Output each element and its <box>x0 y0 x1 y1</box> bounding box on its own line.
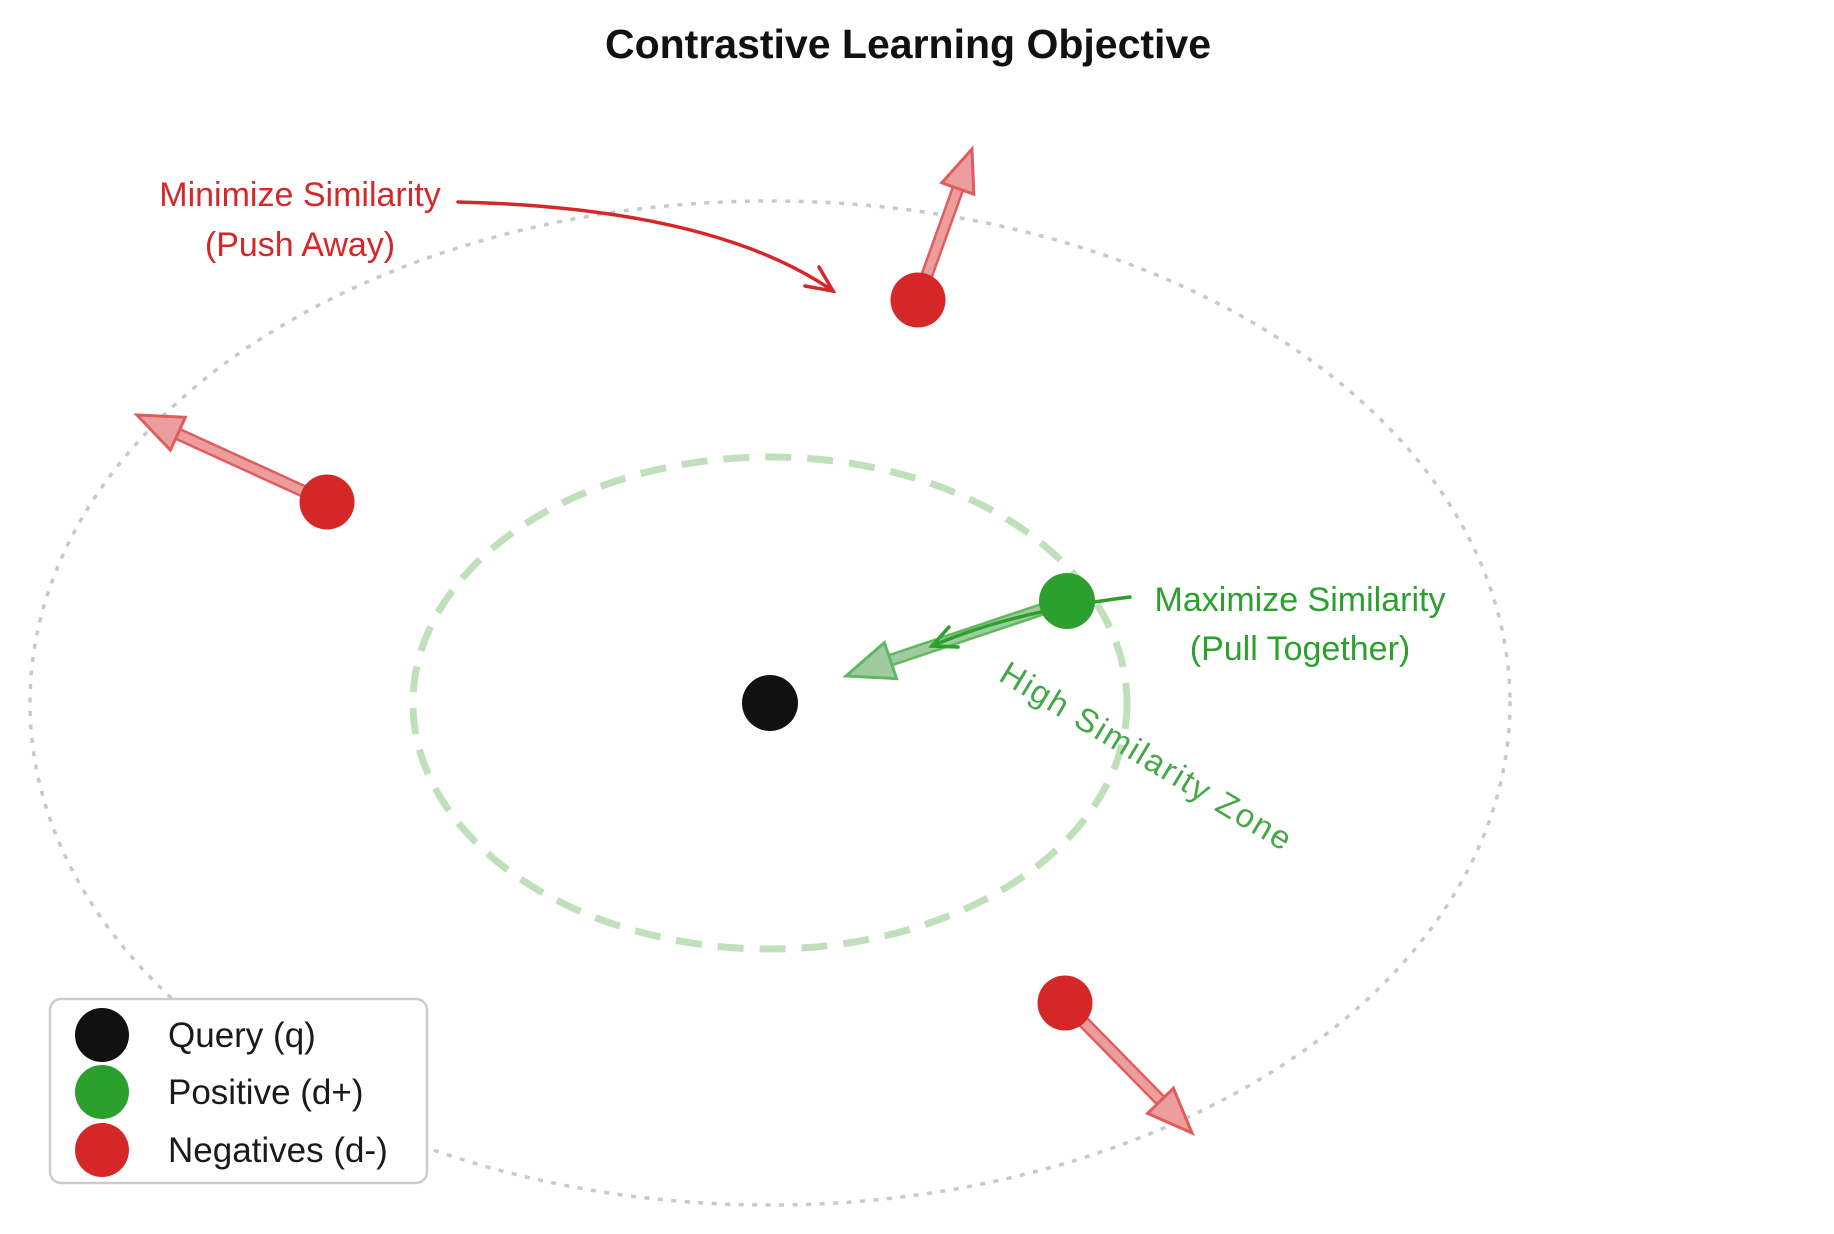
high-similarity-zone-label: High Similarity Zone <box>994 654 1300 858</box>
legend-swatch-query <box>75 1008 129 1062</box>
legend-label-query: Query (q) <box>168 1016 316 1055</box>
maximize-annotation-arrow <box>928 595 1132 649</box>
minimize-label-line1: Minimize Similarity <box>159 176 440 214</box>
push-arrow-left-head <box>133 413 188 453</box>
maximize-label: Maximize Similarity (Pull Together) <box>1155 581 1446 668</box>
high-similarity-zone-ellipse <box>409 453 1131 953</box>
minimize-annotation-arrowhead <box>803 265 837 294</box>
legend-label-negatives: Negatives (d-) <box>168 1131 388 1170</box>
legend-box <box>48 997 429 1185</box>
pull-arrow <box>842 594 1070 681</box>
minimize-label: Minimize Similarity (Push Away) <box>159 176 440 264</box>
maximize-annotation-curve <box>930 595 1132 648</box>
push-arrow-left <box>133 413 330 508</box>
minimize-label-line2: (Push Away) <box>205 226 395 264</box>
legend: Query (q) Positive (d+) Negatives (d-) <box>48 997 429 1185</box>
outer-boundary-ellipse <box>28 199 1512 1207</box>
maximize-annotation-arrowhead <box>928 625 960 649</box>
negative-dot-left <box>299 474 355 530</box>
maximize-label-line1: Maximize Similarity <box>1155 581 1446 619</box>
query-dot <box>742 675 798 731</box>
pull-arrow-head <box>842 640 899 681</box>
maximize-label-line2: (Pull Together) <box>1190 630 1411 668</box>
negative-dot-bottom <box>1037 975 1093 1031</box>
legend-swatch-negatives <box>75 1123 129 1177</box>
positive-dot <box>1039 573 1095 629</box>
pull-arrow-shaft <box>889 597 1069 664</box>
push-arrow-top-head <box>939 145 976 197</box>
negative-dot-top <box>890 272 946 328</box>
minimize-annotation-curve <box>456 200 835 293</box>
legend-swatch-positive <box>75 1065 129 1119</box>
figure-title: Contrastive Learning Objective <box>605 21 1211 67</box>
push-arrow-bottom-head <box>1144 1085 1195 1136</box>
legend-label-positive: Positive (d+) <box>168 1073 364 1112</box>
minimize-annotation-arrow <box>456 200 837 294</box>
